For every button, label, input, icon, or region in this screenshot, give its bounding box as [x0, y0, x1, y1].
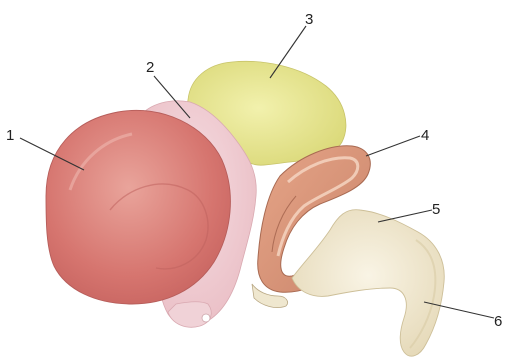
leader-line-4: [366, 136, 420, 156]
label-4: 4: [421, 127, 429, 144]
label-2: 2: [146, 59, 154, 76]
part-5-stem: [292, 210, 444, 356]
leader-line-5: [378, 210, 432, 222]
label-5: 5: [432, 201, 440, 218]
label-1: 1: [6, 127, 14, 144]
label-6: 6: [494, 313, 502, 330]
label-3: 3: [305, 11, 313, 28]
basal-nodule: [202, 314, 210, 322]
part-1-hemisphere: [46, 110, 230, 304]
